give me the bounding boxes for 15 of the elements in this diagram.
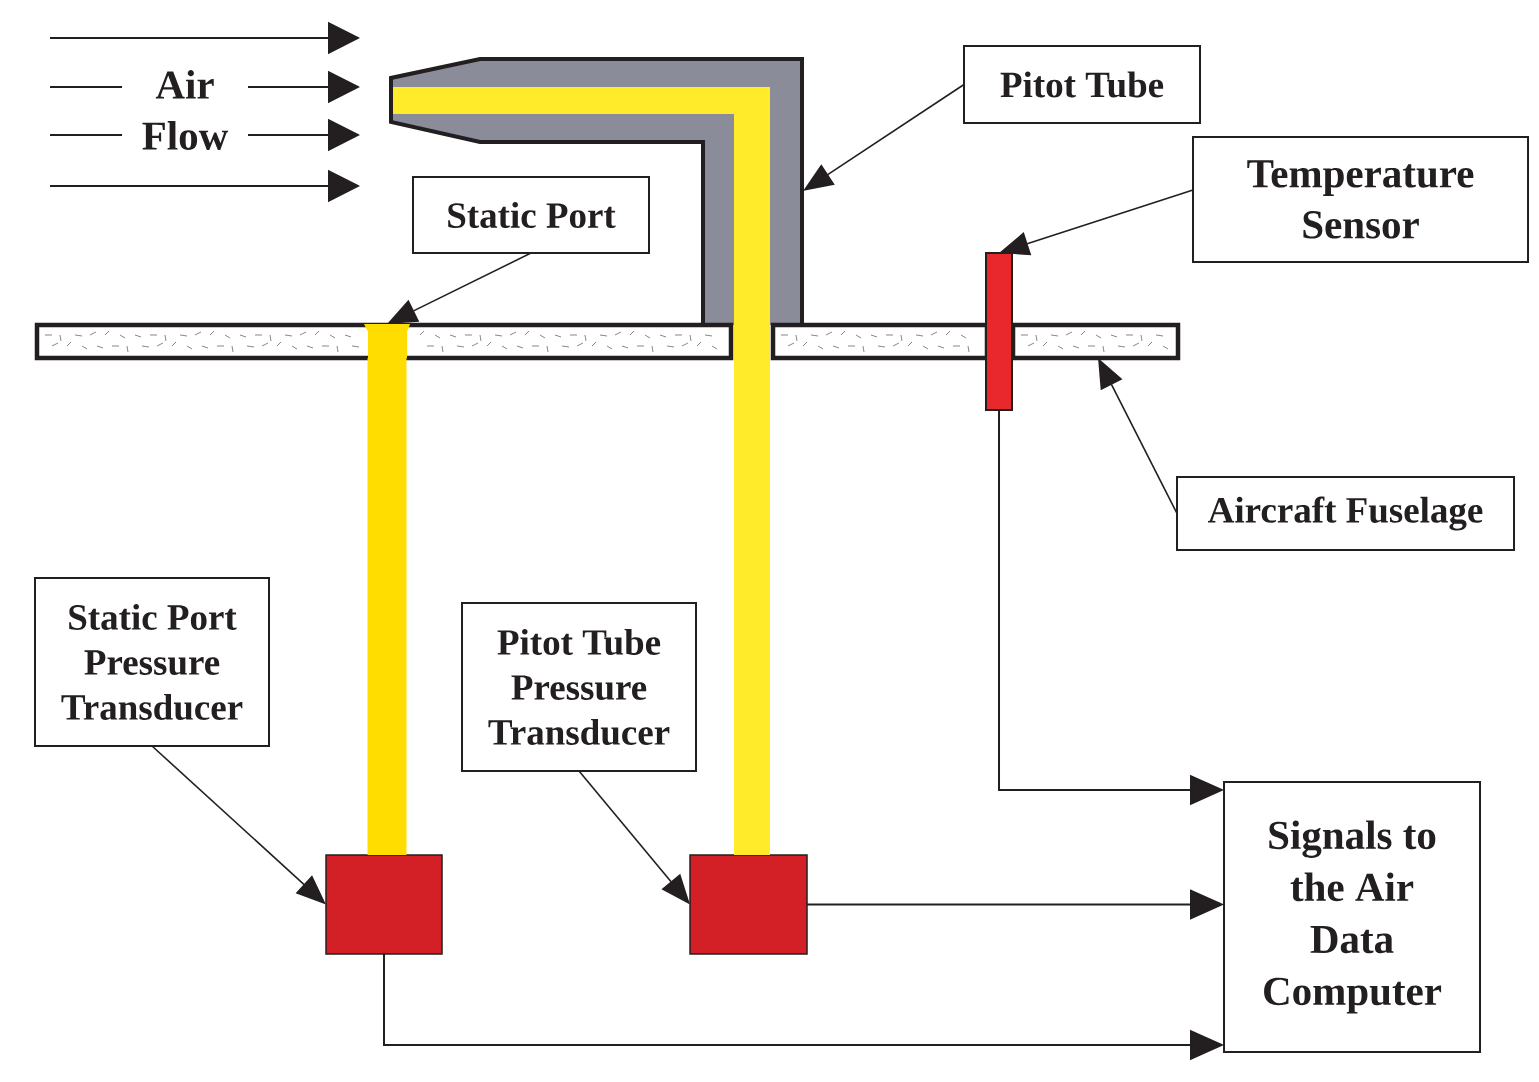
callout-box: Pitot Tube bbox=[963, 45, 1201, 124]
flow-label: Air Flow bbox=[142, 70, 229, 150]
temperature-sensor bbox=[985, 252, 1013, 411]
text-box: Signals to the Air Data Computer bbox=[1223, 781, 1481, 1053]
transducer-box bbox=[325, 854, 443, 955]
callout-box: Static Port bbox=[412, 176, 650, 254]
callout-box: Pitot Tube Pressure Transducer bbox=[461, 602, 697, 772]
callout-box: Static Port Pressure Transducer bbox=[34, 577, 270, 747]
pipe bbox=[367, 358, 407, 855]
fuselage-wall bbox=[34, 322, 1181, 361]
callout-box: Temperature Sensor bbox=[1192, 136, 1529, 263]
port-opening bbox=[364, 324, 410, 358]
callout-box: Aircraft Fuselage bbox=[1176, 476, 1515, 551]
transducer-box bbox=[689, 854, 808, 955]
pipe bbox=[734, 325, 770, 855]
